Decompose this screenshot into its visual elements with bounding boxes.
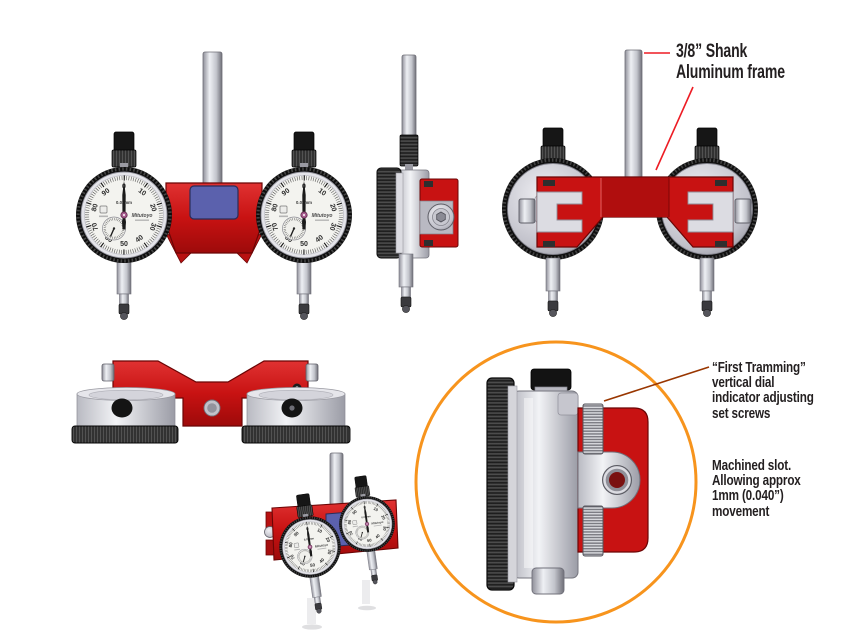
reflection-streak-right xyxy=(362,580,370,604)
spindle-side xyxy=(398,253,414,313)
shank-rod xyxy=(624,49,643,191)
lug-hole-ring xyxy=(603,466,631,494)
top-port-center xyxy=(289,405,295,411)
annotation-line: indicator adjusting xyxy=(712,389,814,407)
spindle-stem-detail xyxy=(531,567,565,595)
shank-mount-hole-inner xyxy=(207,403,217,413)
adjusting-set-screw-bottom xyxy=(582,505,604,557)
annotation-line: 1mm (0.040”) xyxy=(712,487,784,505)
right-bolt-end xyxy=(305,363,319,382)
machined-slot-annotation: Machined slot. Allowing approx 1mm (0.04… xyxy=(712,458,801,519)
left-clamp-bolt-head xyxy=(518,198,536,224)
reflection-streak-left xyxy=(307,598,316,624)
right-indicator-top xyxy=(241,387,351,444)
annotation-line: movement xyxy=(712,502,770,520)
adjusting-set-screw-top xyxy=(582,403,604,455)
floor-reflection-left xyxy=(302,624,322,630)
set-screw-bottom-rear xyxy=(424,240,433,246)
frame-leader-line xyxy=(655,86,694,171)
isometric-view xyxy=(264,452,404,630)
left-set-screw-top xyxy=(543,180,555,186)
set-screw-top-rear xyxy=(424,181,433,187)
leader-lines xyxy=(603,52,710,402)
frame-back-center-web xyxy=(601,178,669,217)
left-spindle xyxy=(545,257,561,317)
left-indicator-top xyxy=(71,387,179,444)
bezel-rim-side xyxy=(395,172,404,254)
left-clamp-slot xyxy=(536,191,583,233)
right-spindle xyxy=(699,257,715,317)
back-view xyxy=(500,49,760,317)
right-clamp-bolt-head xyxy=(734,198,752,224)
housing-top-step xyxy=(88,389,164,401)
bezel-knurl-band xyxy=(241,425,351,444)
annotation-line: vertical dial xyxy=(712,374,775,392)
front-view xyxy=(76,51,352,320)
right-cap xyxy=(694,127,720,164)
stem-neck xyxy=(405,164,413,173)
annotation-line: 3/8” Shank xyxy=(676,41,748,62)
top-black-port xyxy=(111,398,133,418)
right-dial-indicator xyxy=(256,132,352,320)
lug-hole-through xyxy=(609,472,625,488)
annotation-line: “First Tramming” xyxy=(712,359,806,376)
bezel-knurl-band xyxy=(71,425,179,444)
body-step-notch xyxy=(557,392,579,416)
side-view xyxy=(376,54,459,313)
left-cap xyxy=(540,127,566,164)
left-dial-indicator xyxy=(76,132,172,320)
hex-socket xyxy=(436,211,446,223)
right-set-screw-top xyxy=(715,180,727,186)
shank-annotation: 3/8” Shank Aluminum frame xyxy=(676,41,785,83)
detail-view xyxy=(414,340,698,624)
right-clamp-slot xyxy=(687,191,734,233)
body-highlight xyxy=(524,398,533,568)
left-bolt-end xyxy=(101,363,115,382)
right-set-screw-bottom xyxy=(715,241,727,247)
annotation-line: Aluminum frame xyxy=(676,62,785,83)
tramming-annotation: “First Tramming” vertical dial indicator… xyxy=(712,360,814,421)
frame-label-plate xyxy=(189,185,239,220)
shank-rod xyxy=(202,51,223,193)
housing-top-step xyxy=(258,389,334,401)
annotation-line: set screws xyxy=(712,404,771,422)
stem-knurl xyxy=(399,134,419,167)
left-set-screw-bottom xyxy=(543,241,555,247)
top-view xyxy=(71,360,351,444)
floor-reflection-right xyxy=(358,605,376,611)
bezel-rim-detail xyxy=(507,385,518,583)
indicator-body-detail xyxy=(512,390,579,579)
annotation-line: Allowing approx xyxy=(712,472,801,490)
detail-leader-line xyxy=(603,366,710,402)
shank-rod xyxy=(401,54,417,138)
annotation-line: Machined slot. xyxy=(712,457,792,474)
